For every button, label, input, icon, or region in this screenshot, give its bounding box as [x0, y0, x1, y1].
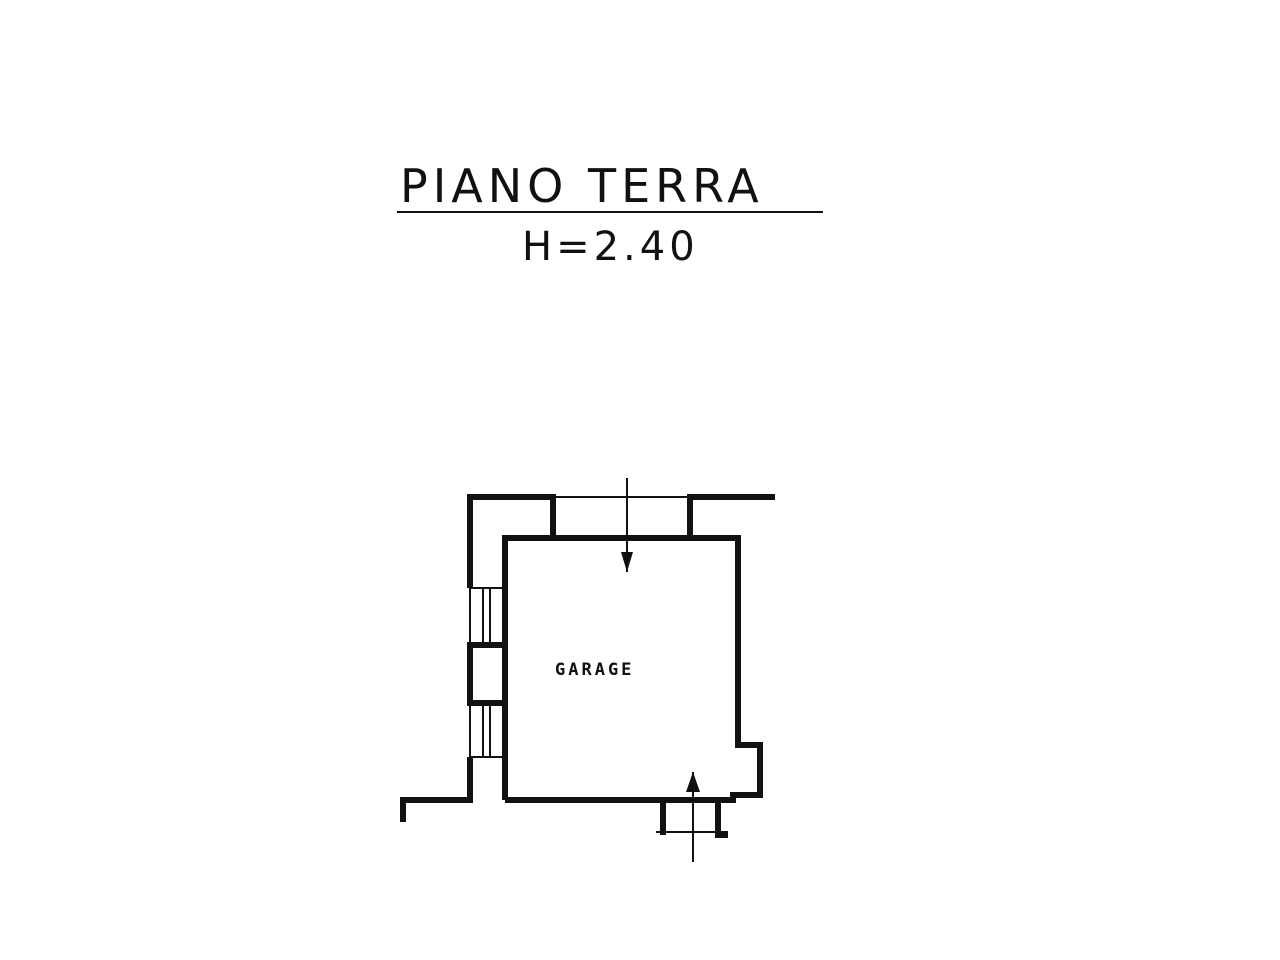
- room-label-garage: GARAGE: [555, 660, 634, 680]
- arrow-up-icon: [686, 772, 700, 792]
- plan-title: PIANO TERRA: [400, 159, 764, 213]
- wall-lower-left: [400, 757, 473, 822]
- window-lower: [469, 702, 506, 758]
- wall-top-left: [467, 494, 556, 588]
- window-upper: [469, 587, 506, 646]
- wall-pier: [467, 642, 508, 706]
- wall-top-right: [687, 494, 775, 535]
- height-label: H=2.40: [522, 224, 699, 270]
- arrow-down-icon: [621, 552, 633, 572]
- wall-stair-right: [715, 800, 728, 838]
- wall-garage: [502, 535, 763, 803]
